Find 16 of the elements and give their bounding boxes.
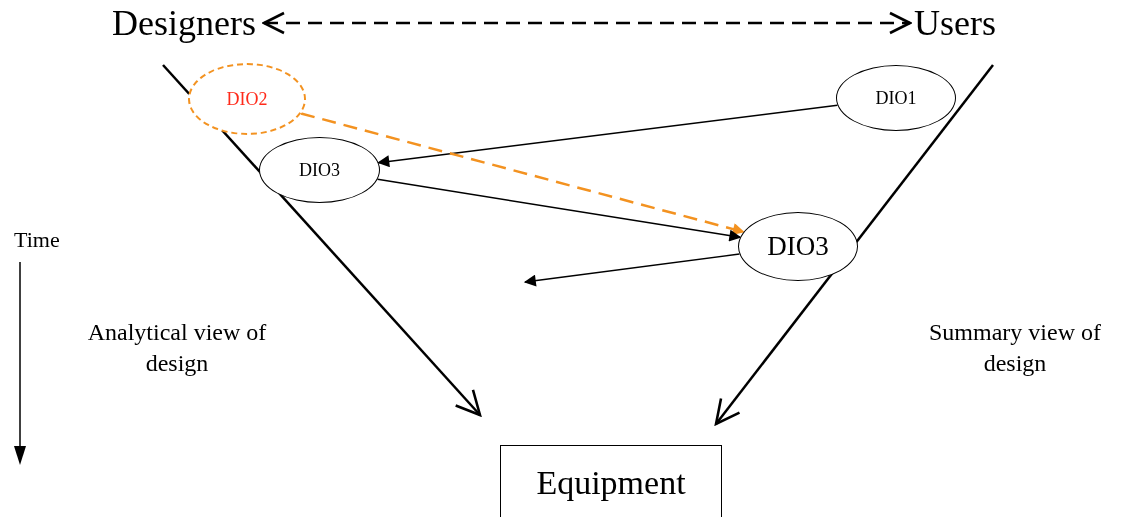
node-label: Users	[914, 2, 996, 45]
arrow	[377, 104, 839, 168]
arrow	[523, 253, 741, 287]
node-label: DIO1	[875, 86, 917, 110]
node-label: DIO3	[299, 158, 340, 182]
arrow	[300, 112, 745, 235]
node-label: DIO2	[226, 87, 268, 111]
annotation-text: Summary view of design	[928, 318, 1102, 378]
process-box	[500, 445, 722, 517]
node-label: DIO3	[767, 230, 829, 264]
node-label: Designers	[112, 2, 256, 45]
arrow	[262, 11, 912, 35]
axis-label: Time	[14, 226, 60, 254]
arrow	[376, 178, 742, 242]
node-label: Equipment	[536, 462, 686, 503]
annotation-text: Analytical view of design	[86, 318, 268, 378]
